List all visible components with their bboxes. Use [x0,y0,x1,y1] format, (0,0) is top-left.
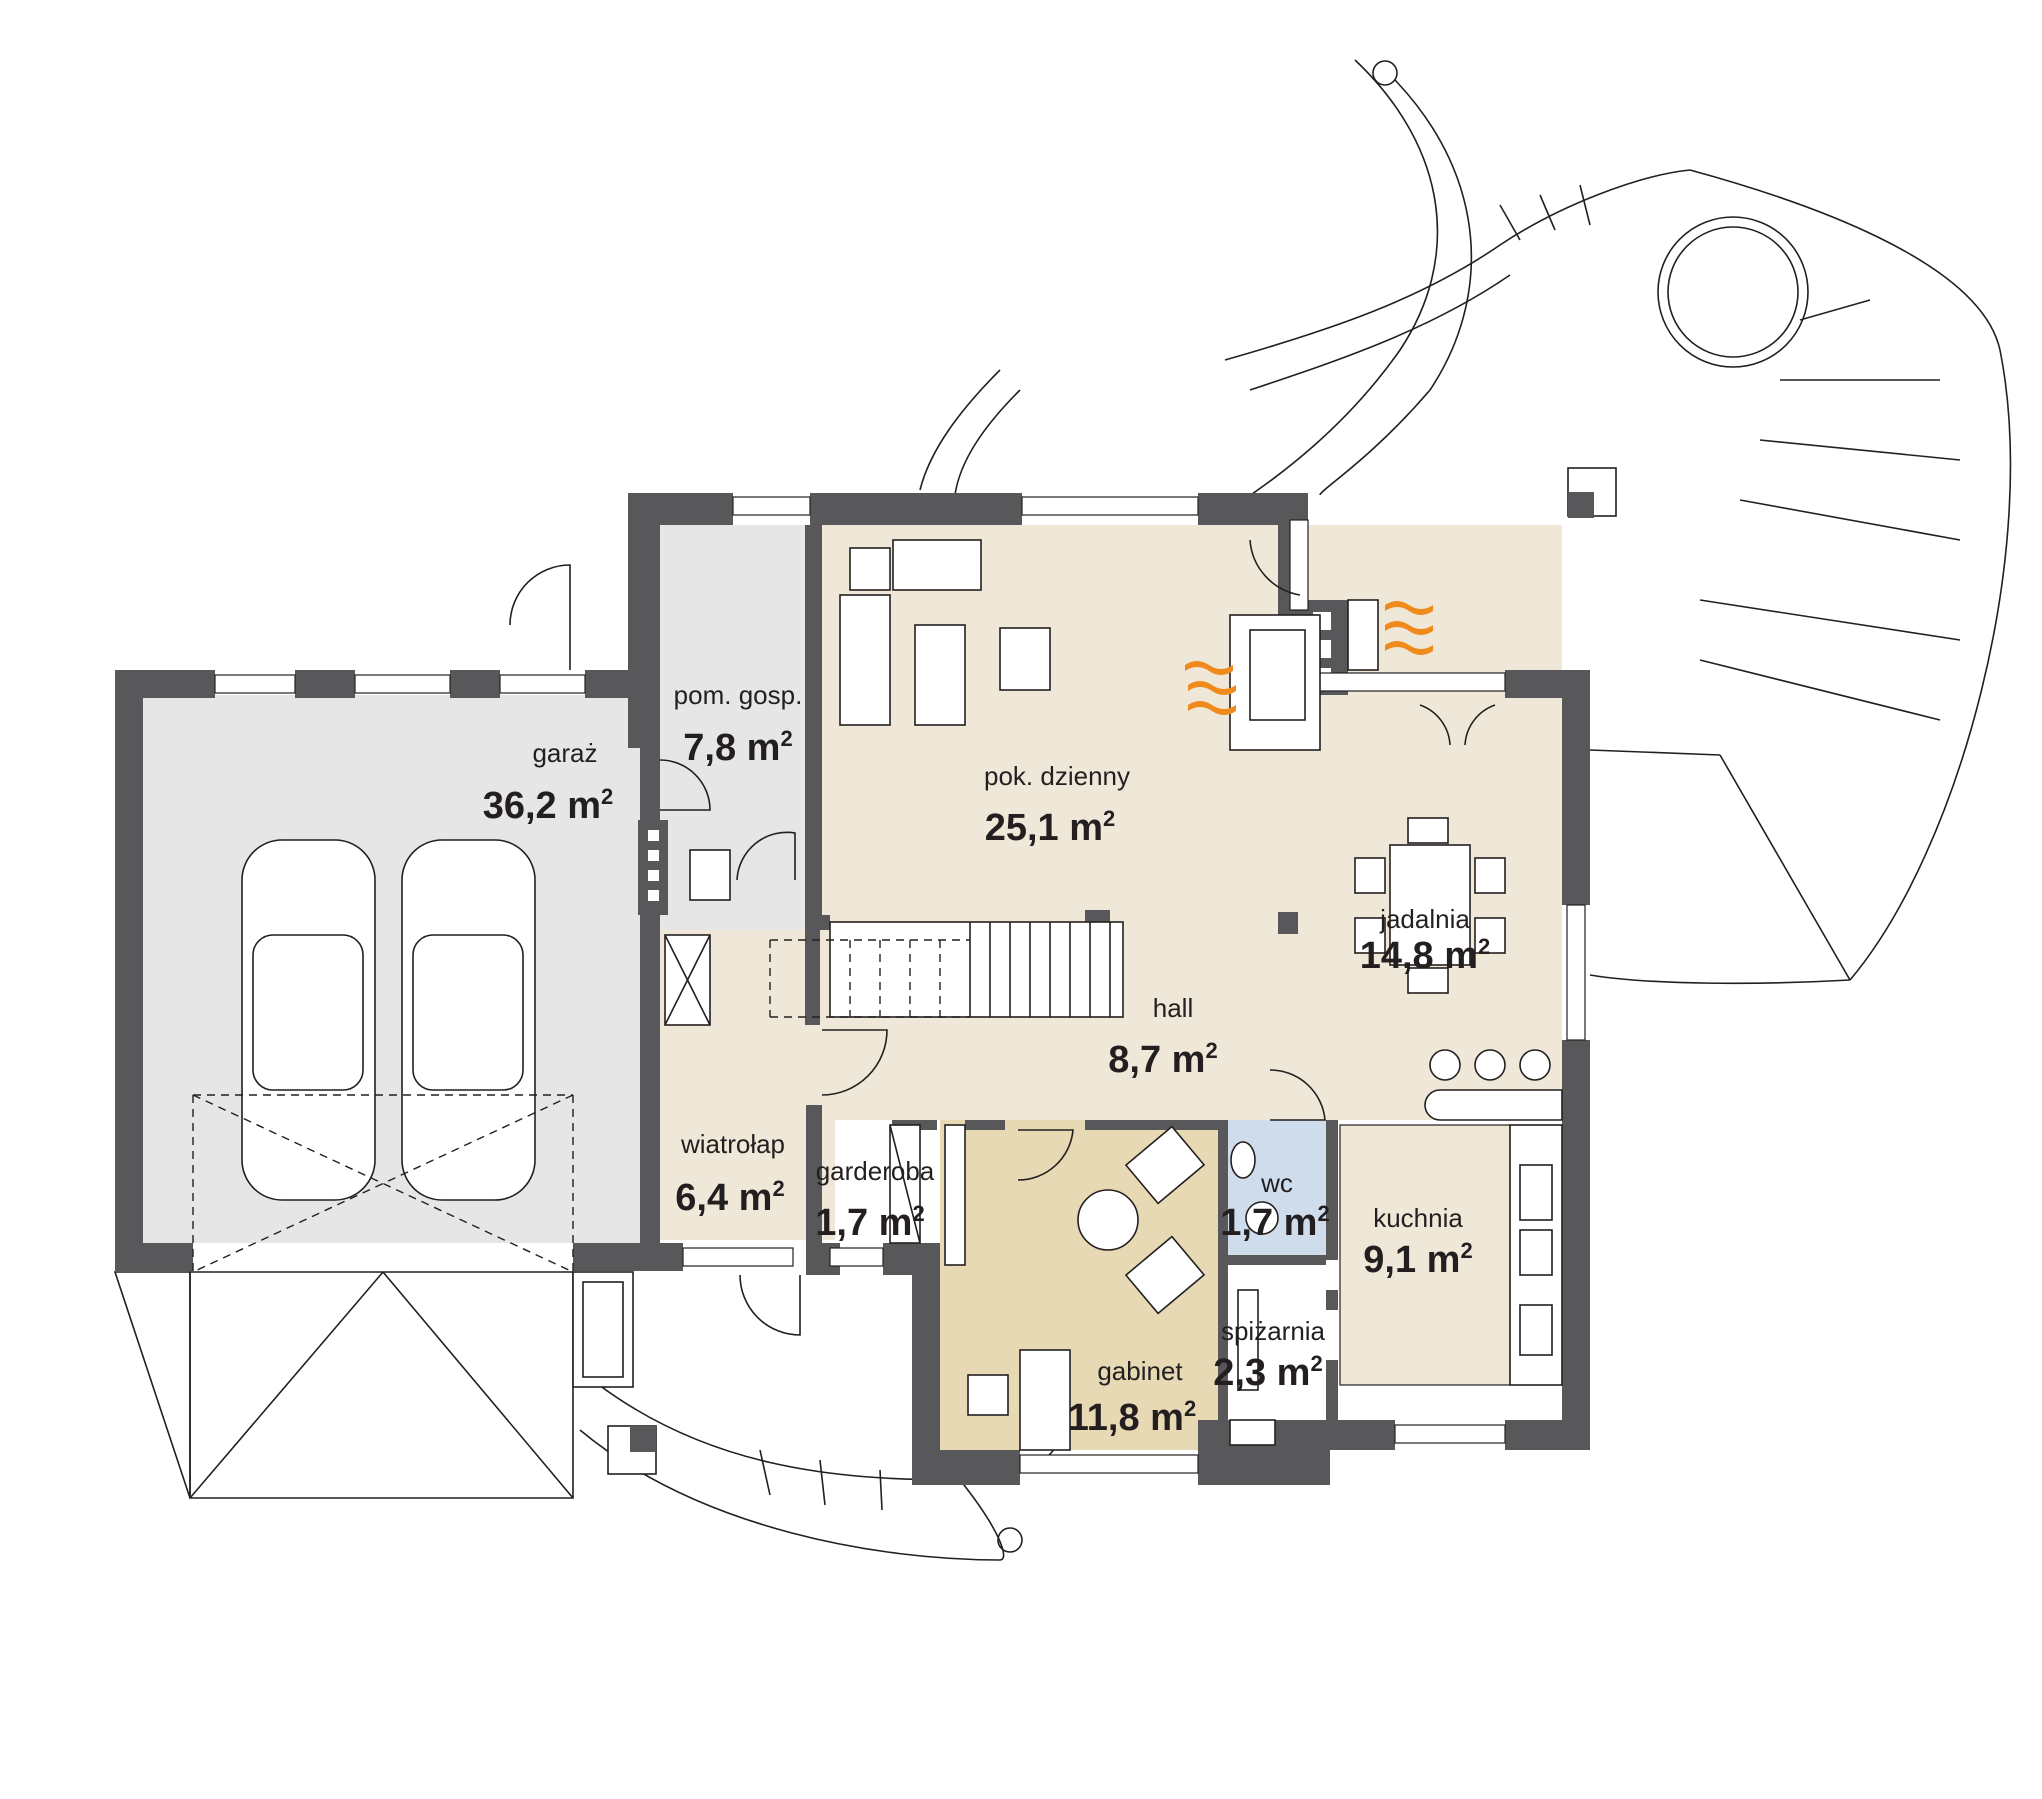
fire-icon [1185,601,1433,715]
room-name: hall [1153,993,1193,1023]
room-label-hall: hall 8,7 m2 [1108,993,1217,1081]
room-area: 11,8 m2 [1068,1396,1196,1439]
dining-table [1354,817,1506,994]
chimney-block-bottom [607,1425,657,1475]
room-area: 25,1 m2 [985,806,1116,849]
floors [143,525,1562,1450]
room-name: garderoba [816,1156,935,1186]
room-label-kitchen: kuchnia 9,1 m2 [1363,1203,1472,1281]
room-name: spiżarnia [1221,1316,1326,1346]
room-area: 36,2 m2 [483,784,614,827]
room-area: 2,3 m2 [1213,1351,1322,1394]
room-labels: garaż 36,2 m2 pom. gosp. 7,8 m2 pok. dzi… [483,680,1491,1439]
room-area: 14,8 m2 [1360,934,1491,977]
room-label-wc: wc 1,7 m2 [1220,1168,1329,1244]
chimney-block-top [1567,467,1617,518]
room-label-vestibule: wiatrołap 6,4 m2 [675,1129,785,1219]
kitchen-island [1424,1049,1563,1121]
stairs [769,921,1124,1018]
room-name: wc [1260,1168,1293,1198]
pantry-shelf [1229,1289,1276,1446]
fireplace [1229,599,1379,751]
room-area: 6,4 m2 [675,1176,784,1219]
room-name: jadalnia [1379,904,1470,934]
utility-fixtures [638,820,731,1026]
room-area: 7,8 m2 [683,726,792,769]
room-name: garaż [532,738,597,768]
windows [214,496,1586,1474]
room-area: 1,7 m2 [815,1201,924,1244]
garage-floor [143,695,640,1243]
room-area: 1,7 m2 [1220,1201,1329,1244]
entrance-steps [572,1271,634,1388]
room-label-utility: pom. gosp. 7,8 m2 [674,680,803,769]
room-label-office: gabinet 11,8 m2 [1068,1356,1196,1439]
column [1278,912,1298,934]
room-label-wardrobe: garderoba 1,7 m2 [815,1156,935,1244]
room-area: 9,1 m2 [1363,1238,1472,1281]
room-label-living-room: pok. dzienny 25,1 m2 [984,761,1130,849]
room-name: pok. dzienny [984,761,1130,791]
living-sofa [839,539,1051,726]
kitchen-counter [1339,1124,1563,1386]
room-name: pom. gosp. [674,680,803,710]
room-label-pantry: spiżarnia 2,3 m2 [1213,1316,1325,1394]
utility-floor [660,525,815,935]
vestibule-floor [660,1110,835,1240]
garage-canopy [113,1271,574,1499]
wc-fixtures [1230,1141,1279,1235]
room-name: gabinet [1097,1356,1183,1386]
garage-cars [192,839,574,1273]
office-furniture [967,1125,1206,1451]
room-label-dining-room: jadalnia 14,8 m2 [1360,904,1491,977]
room-name: wiatrołap [680,1129,785,1159]
room-area: 8,7 m2 [1108,1038,1217,1081]
room-name: kuchnia [1373,1203,1463,1233]
room-label-garage: garaż 36,2 m2 [483,738,614,827]
wardrobe [889,1124,966,1266]
